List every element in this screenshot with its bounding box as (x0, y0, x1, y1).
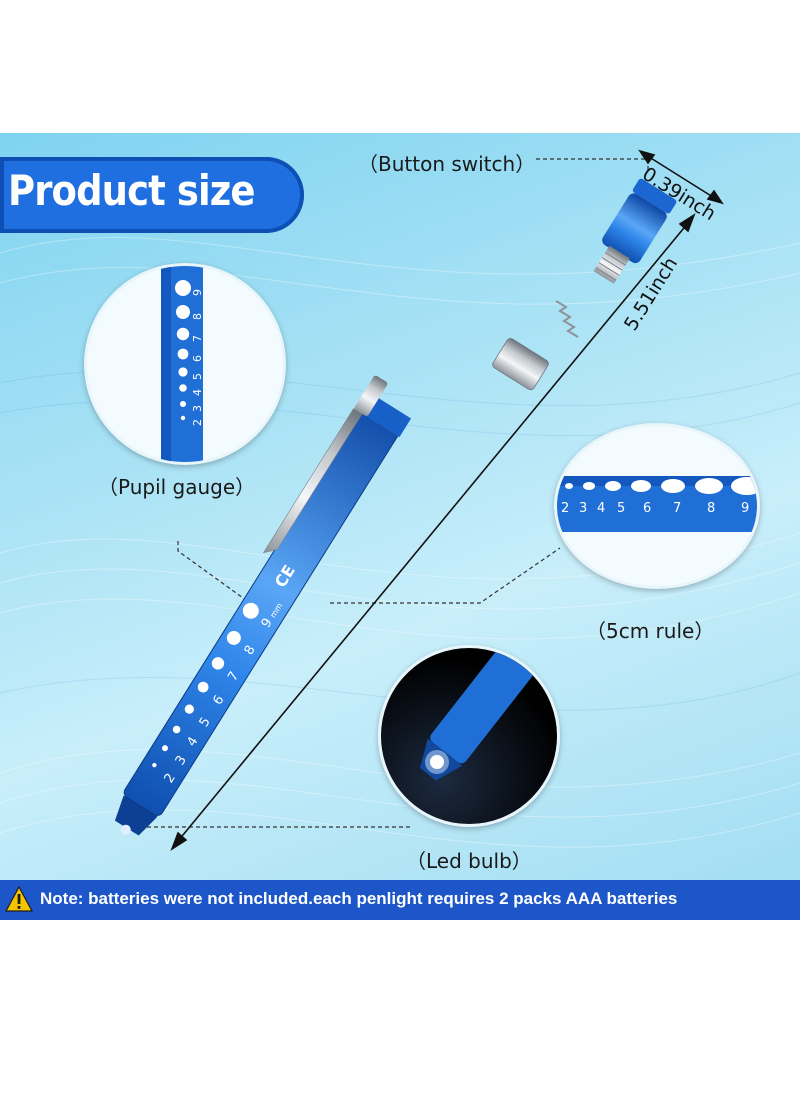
led-bulb-closeup (378, 645, 560, 827)
gauge-number: 5 (191, 373, 204, 380)
note-bar (0, 880, 800, 920)
gauge-number: 7 (191, 335, 204, 342)
pupil-gauge-closeup: 2 3 4 5 6 7 8 9 (84, 263, 286, 465)
rule-number: 4 (597, 501, 605, 516)
warning-icon (5, 886, 33, 912)
rule-number: 5 (617, 501, 625, 516)
callout-5cm-rule: （5cm rule） (586, 619, 715, 643)
length-dimension-line (177, 222, 689, 842)
battery-note: Note: batteries were not included.each p… (40, 889, 678, 908)
gauge-number: 2 (191, 419, 204, 426)
gauge-number: 4 (191, 389, 204, 396)
gauge-number: 3 (191, 405, 204, 412)
callout-led-bulb: （Led bulb） (406, 849, 532, 873)
rule-number: 2 (561, 501, 569, 516)
product-panel: Product size (0, 133, 800, 920)
gauge-number: 6 (191, 355, 204, 362)
rule-number: 3 (579, 501, 587, 516)
rule-number: 9 (741, 501, 749, 516)
gauge-number: 9 (191, 289, 204, 296)
rule-number: 6 (643, 501, 651, 516)
gauge-number: 8 (191, 313, 204, 320)
pen-illustration: 2 3 4 5 6 7 8 9 mm CE (114, 149, 724, 851)
gauge-connector (177, 541, 251, 604)
callout-pupil-gauge: （Pupil gauge） (98, 475, 256, 499)
rule-number: 8 (707, 501, 715, 516)
rule-connector (330, 547, 561, 604)
title-badge (0, 157, 304, 233)
page-title: Product size (8, 166, 256, 215)
button-connector (536, 158, 649, 173)
callout-button-switch: （Button switch） (358, 152, 536, 176)
rule-number: 7 (673, 501, 681, 516)
rule-closeup: 2 3 4 5 6 7 8 9 (554, 423, 760, 589)
